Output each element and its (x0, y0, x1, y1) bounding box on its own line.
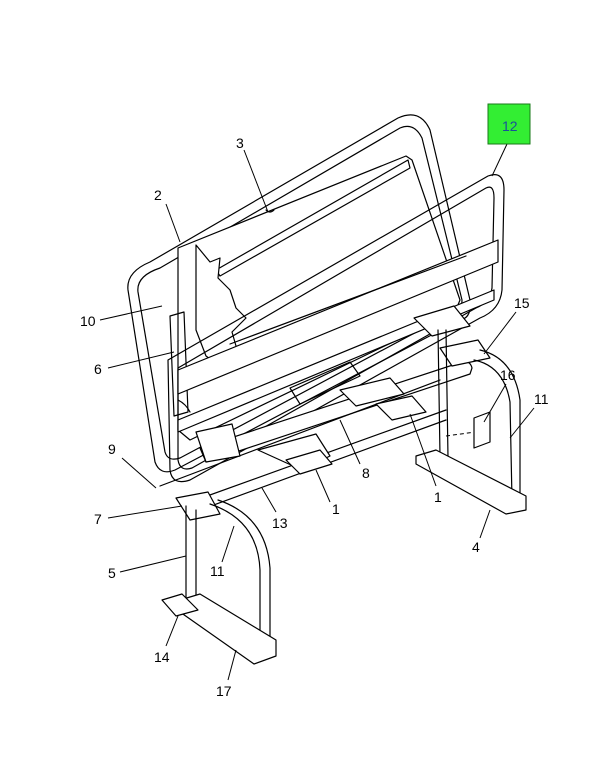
right-leg (415, 329, 527, 515)
callout-7[interactable]: 7 (94, 511, 102, 527)
callout-8[interactable]: 8 (362, 465, 370, 481)
rear-back-frame (127, 114, 471, 473)
callout-11-left[interactable]: 11 (210, 563, 225, 579)
callout-2[interactable]: 2 (154, 187, 162, 203)
callout-9[interactable]: 9 (108, 441, 116, 457)
callout-10[interactable]: 10 (80, 313, 96, 329)
seat-pads (257, 377, 427, 475)
callout-11-right[interactable]: 11 (534, 391, 549, 407)
callout-14[interactable]: 14 (154, 649, 170, 665)
callout-5[interactable]: 5 (108, 565, 116, 581)
callout-1-right[interactable]: 1 (434, 489, 442, 505)
brackets (175, 305, 491, 521)
leader-lines (99, 143, 535, 681)
callout-12[interactable]: 12 (502, 118, 518, 134)
callout-3[interactable]: 3 (236, 135, 244, 151)
callout-15[interactable]: 15 (514, 295, 530, 311)
callout-17[interactable]: 17 (216, 683, 232, 699)
callout-4[interactable]: 4 (472, 539, 480, 555)
front-back-frame (167, 174, 505, 483)
callout-16[interactable]: 16 (500, 367, 516, 383)
left-leg (161, 499, 277, 665)
callout-labels: 3 2 12 10 6 15 16 11 9 8 1 1 7 13 4 5 11… (80, 118, 549, 699)
callout-12-highlight[interactable] (487, 103, 531, 145)
callout-6[interactable]: 6 (94, 361, 102, 377)
callout-1-left[interactable]: 1 (332, 501, 340, 517)
callout-13[interactable]: 13 (272, 515, 288, 531)
